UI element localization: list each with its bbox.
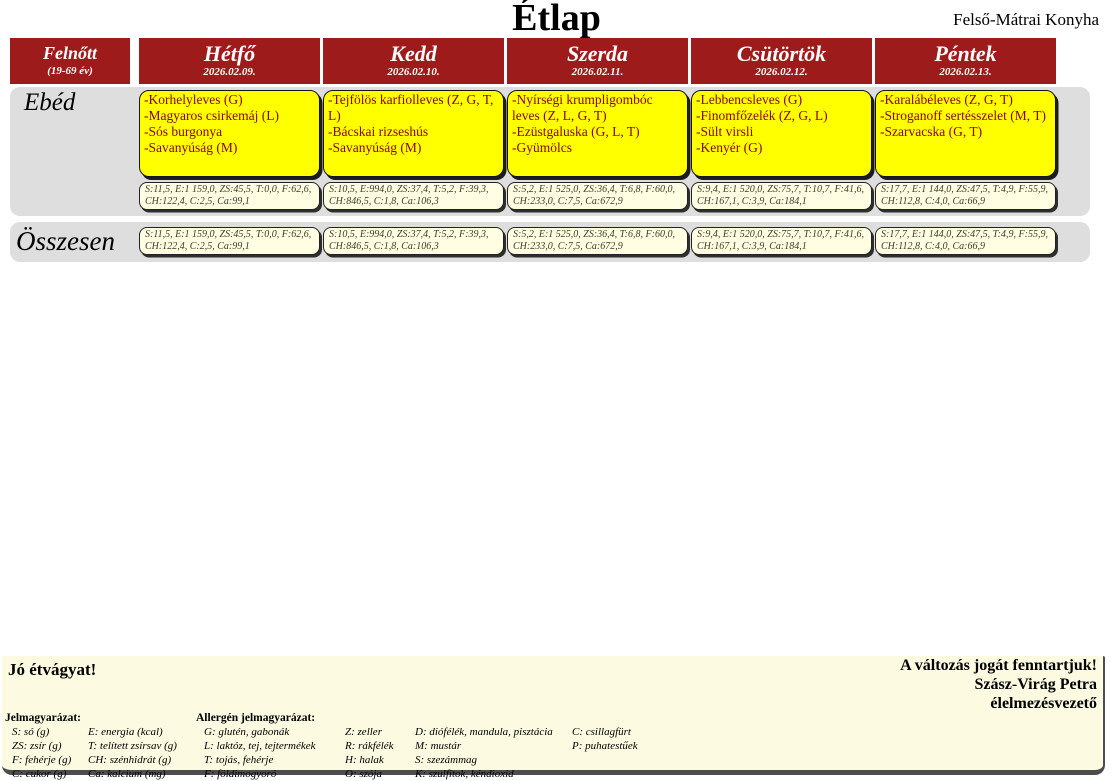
- allergen-legend-item: C: csillagfürt: [572, 726, 631, 738]
- nutrition-cell-friday: S:17,7, E:1 144,0, ZS:47,5, T:4,9, F:55,…: [875, 182, 1056, 210]
- day-date: 2026.02.11.: [571, 66, 624, 78]
- menu-item: -Korhelyleves (G): [144, 92, 243, 107]
- column-header-tuesday: Kedd 2026.02.10.: [323, 38, 504, 84]
- day-date: 2026.02.10.: [387, 66, 440, 78]
- allergen-legend-item: F: földimogyoró: [204, 768, 277, 780]
- legend-column-1: S: só (g) ZS: zsír (g) F: fehérje (g) C:…: [12, 725, 71, 781]
- day-date: 2026.02.12.: [755, 66, 808, 78]
- menu-item: -Sült virsli: [696, 124, 754, 139]
- allergen-legend-item: D: diófélék, mandula, pisztácia: [415, 726, 553, 738]
- allergen-legend-column-1: G: glutén, gabonák L: laktóz, tej, tejte…: [204, 725, 316, 781]
- menu-item: -Nyírségi krumpligombóc leves (Z, L, G, …: [512, 92, 653, 123]
- allergen-legend-item: M: mustár: [415, 740, 462, 752]
- allergen-legend-item: Z: zeller: [345, 726, 382, 738]
- nutrition-cell-monday: S:11,5, E:1 159,0, ZS:45,5, T:0,0, F:62,…: [139, 182, 320, 210]
- menu-item: -Finomfőzelék (Z, G, L): [696, 108, 828, 123]
- menu-item: -Magyaros csirkemáj (L): [144, 108, 279, 123]
- day-date: 2026.02.13.: [939, 66, 992, 78]
- notice-text: A változás jogát fenntartjuk!: [900, 657, 1097, 674]
- totals-cell-wednesday: S:5,2, E:1 525,0, ZS:36,4, T:6,8, F:60,0…: [507, 227, 688, 255]
- allergen-legend-column-2: Z: zeller R: rákfélék H: halak O: szója: [345, 725, 394, 781]
- footer-panel: [2, 656, 1105, 775]
- allergen-legend-item: O: szója: [345, 768, 382, 780]
- legend-item: F: fehérje (g): [12, 754, 72, 766]
- day-date: 2026.02.09.: [203, 66, 256, 78]
- allergen-legend-column-3: D: diófélék, mandula, pisztácia M: mustá…: [415, 725, 553, 781]
- kitchen-name: Felső-Mátrai Konyha: [953, 10, 1099, 29]
- nutrition-cell-tuesday: S:10,5, E:994,0, ZS:37,4, T:5,2, F:39,3,…: [323, 182, 504, 210]
- menu-cell-thursday: -Lebbencsleves (G) -Finomfőzelék (Z, G, …: [691, 90, 872, 177]
- menu-item: -Savanyúság (M): [328, 140, 422, 155]
- day-name: Hétfő: [203, 41, 256, 66]
- menu-item: -Szarvacska (G, T): [880, 124, 983, 139]
- column-header-friday: Péntek 2026.02.13.: [875, 38, 1056, 84]
- menu-item: -Savanyúság (M): [144, 140, 238, 155]
- signature-name: Szász-Virág Petra: [974, 676, 1097, 693]
- allergen-legend-item: K: szulfitok, kéndioxid: [415, 768, 514, 780]
- nutrition-cell-thursday: S:9,4, E:1 520,0, ZS:75,7, T:10,7, F:41,…: [691, 182, 872, 210]
- totals-cell-thursday: S:9,4, E:1 520,0, ZS:75,7, T:10,7, F:41,…: [691, 227, 872, 255]
- menu-cell-friday: -Karalábéleves (Z, G, T) -Stroganoff ser…: [875, 90, 1056, 177]
- column-header-monday: Hétfő 2026.02.09.: [139, 38, 320, 84]
- column-header-wednesday: Szerda 2026.02.11.: [507, 38, 688, 84]
- legend-title: Jelmagyarázat:: [5, 712, 81, 724]
- legend-item: CH: szénhidrát (g): [88, 754, 172, 766]
- signature-role: élelmezésvezető: [990, 695, 1097, 712]
- menu-cell-wednesday: -Nyírségi krumpligombóc leves (Z, L, G, …: [507, 90, 688, 177]
- allergen-legend-item: G: glutén, gabonák: [204, 726, 290, 738]
- legend-item: T: telített zsírsav (g): [88, 740, 177, 752]
- allergen-legend-item: P: puhatestűek: [572, 740, 638, 752]
- legend-item: ZS: zsír (g): [12, 740, 62, 752]
- menu-item: -Lebbencsleves (G): [696, 92, 803, 107]
- row-label-totals: Összesen: [16, 226, 115, 256]
- row-label-lunch: Ebéd: [24, 89, 76, 116]
- totals-cell-tuesday: S:10,5, E:994,0, ZS:37,4, T:5,2, F:39,3,…: [323, 227, 504, 255]
- allergen-legend-item: S: szezámmag: [415, 754, 478, 766]
- totals-cell-monday: S:11,5, E:1 159,0, ZS:45,5, T:0,0, F:62,…: [139, 227, 320, 255]
- page-title: Étlap: [512, 0, 601, 39]
- menu-cell-monday: -Korhelyleves (G) -Magyaros csirkemáj (L…: [139, 90, 320, 177]
- menu-item: -Stroganoff sertésszelet (M, T): [880, 108, 1046, 123]
- menu-item: -Kenyér (G): [696, 140, 763, 155]
- legend-item: Ca: kalcium (mg): [88, 768, 166, 780]
- day-name: Kedd: [390, 41, 437, 66]
- signature-block: A változás jogát fenntartjuk! Szász-Virá…: [900, 656, 1097, 713]
- day-name: Szerda: [566, 41, 629, 66]
- legend-column-2: E: energia (kcal) T: telített zsírsav (g…: [88, 725, 177, 781]
- menu-item: -Ezüstgaluska (G, L, T): [512, 124, 640, 139]
- greeting-text: Jó étvágyat!: [8, 660, 97, 679]
- menu-cell-tuesday: -Tejfölös karfiolleves (Z, G, T, L) -Bác…: [323, 90, 504, 177]
- menu-item: -Karalábéleves (Z, G, T): [880, 92, 1013, 107]
- day-name: Csütörtök: [736, 41, 827, 66]
- menu-item: -Tejfölös karfiolleves (Z, G, T, L): [328, 92, 494, 123]
- menu-item: -Bácskai rizseshús: [328, 124, 429, 139]
- nutrition-cell-wednesday: S:5,2, E:1 525,0, ZS:36,4, T:6,8, F:60,0…: [507, 182, 688, 210]
- age-group-sub: (19-69 év): [47, 65, 93, 77]
- column-header-thursday: Csütörtök 2026.02.12.: [691, 38, 872, 84]
- menu-item: -Gyümölcs: [512, 140, 572, 155]
- day-name: Péntek: [934, 41, 997, 66]
- allergen-legend-item: R: rákfélék: [345, 740, 394, 752]
- age-group-label: Felnőtt: [42, 43, 97, 63]
- allergen-legend-title: Allergén jelmagyarázat:: [196, 712, 316, 724]
- legend-item: E: energia (kcal): [88, 726, 163, 738]
- legend-item: C: cukor (g): [12, 768, 67, 780]
- legend-item: S: só (g): [12, 726, 50, 738]
- column-header-age-group: Felnőtt (19-69 év): [10, 38, 130, 84]
- allergen-legend-item: L: laktóz, tej, tejtermékek: [204, 740, 316, 752]
- menu-item: -Sós burgonya: [144, 124, 223, 139]
- totals-cell-friday: S:17,7, E:1 144,0, ZS:47,5, T:4,9, F:55,…: [875, 227, 1056, 255]
- allergen-legend-item: H: halak: [345, 754, 384, 766]
- allergen-legend-item: T: tojás, fehérje: [204, 754, 274, 766]
- allergen-legend-column-4: C: csillagfürt P: puhatestűek: [572, 725, 638, 753]
